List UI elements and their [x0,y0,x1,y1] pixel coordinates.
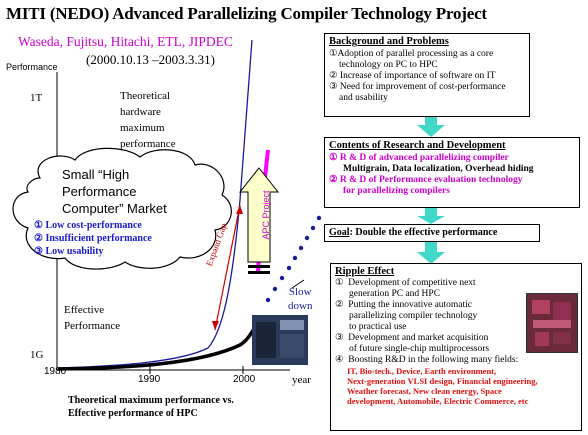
slowdown-pointer [291,279,305,289]
market-cloud-shape [12,147,232,270]
goal-label: Goal [329,227,350,238]
cloud-item: ③ Low usability [34,246,104,257]
x-tick-label-2000: 2000 [233,374,256,385]
y-axis-title: Performance [6,62,58,72]
ripple-item: ① Development of competitive next genera… [335,278,476,299]
goal-text: : Double the effective performance [349,227,498,238]
contents-item-2: ② R & D of Performance evaluation techno… [329,175,523,196]
x-tick-label-1990: 1990 [138,374,161,385]
ripple-item: ④ Boosting R&D in the following many fie… [335,355,519,365]
background-item: ③ Need for improvement of cost-performan… [329,82,506,103]
ripple-heading: Ripple Effect [335,266,395,277]
effective-curve [57,321,260,371]
x-unit-label: year [292,374,311,386]
background-heading: Background and Problems [329,36,449,47]
ripple-item: ② Putting the innovative automatic paral… [335,300,478,332]
market-cloud-list: ① Low cost-performance ② Insufficient pe… [34,219,152,258]
cloud-item: ② Insufficient performance [34,233,152,244]
page-title: MITI (NEDO) Advanced Parallelizing Compi… [6,4,487,23]
x-tick-label-1980: 1980 [44,366,67,377]
goal-box: Goal: Double the effective performance [324,224,540,242]
y-tick-1t: 1T [30,92,43,104]
apc-arrow-base [248,265,270,274]
theoretical-curve [57,39,253,369]
contents-item-1-detail: Multigrain, Data localization, Overhead … [343,164,534,174]
contents-item-1: ① R & D of advanced parallelizing compil… [329,153,509,163]
y-tick-1g: 1G [30,349,44,361]
contents-box: Contents of Research and Development ① R… [324,137,580,208]
partners-line: Waseda, Fujitsu, Hitachi, ETL, JIPDEC [18,34,233,49]
contents-heading: Contents of Research and Development [329,140,506,151]
slowdown-dots [265,215,322,303]
background-item: ①Adoption of parallel processing as a co… [329,49,494,70]
expand-gap-arrow [212,204,243,331]
circuit-image [526,293,578,353]
cloud-item: ① Low cost-performance [34,220,142,231]
ripple-fields: IT, Bio-tech., Device, Earth environment… [347,366,538,406]
flow-arrows [417,117,445,264]
background-item: ② Increase of importance of software on … [329,71,496,81]
apc-arrow [238,167,280,263]
ripple-item: ③ Development and market acquisition of … [335,333,490,354]
slow-down-label: Slow down [288,286,313,312]
chart-caption: Theoretical maximum performance vs. Effe… [68,395,234,419]
chip-image [252,315,308,365]
apc-project-label-wrap: APC Project [260,176,272,256]
background-box: Background and Problems ①Adoption of par… [324,33,530,117]
apc-project-label: APC Project [261,190,271,240]
project-period: (2000.10.13 –2003.3.31) [86,52,215,67]
theoretical-label: Theoretical hardware maximum performance [120,90,176,150]
effective-label: Effective Performance [64,304,121,332]
performance-chart [12,39,322,374]
market-cloud-title: Small “High Performance Computer” Market [62,167,167,216]
